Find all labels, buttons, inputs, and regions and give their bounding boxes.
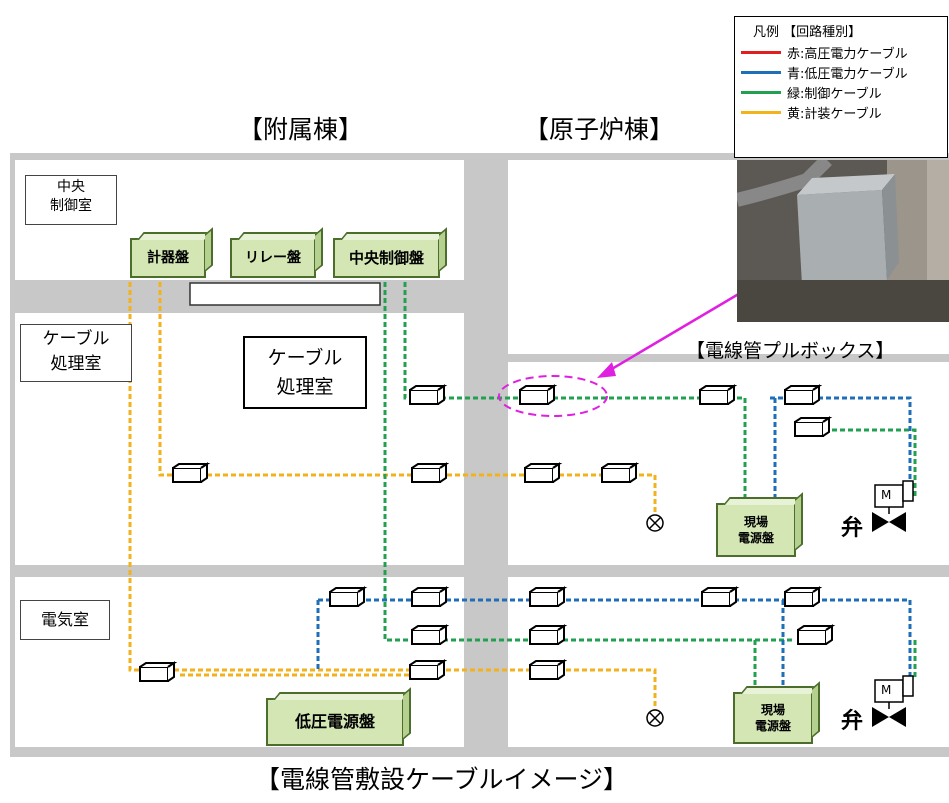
pull-box xyxy=(784,587,820,607)
legend-label: 赤:高圧電力ケーブル xyxy=(787,47,908,62)
lamp-icons xyxy=(646,514,664,727)
panel-label: 現場 電源盤 xyxy=(755,702,791,734)
highlight-arrowhead xyxy=(597,362,616,378)
pull-box xyxy=(519,385,555,405)
panel-label-line: 電源盤 xyxy=(754,719,791,733)
legend-label: 黄:計装ケーブル xyxy=(787,107,882,122)
field-power-panel-lower: 現場 電源盤 xyxy=(733,692,813,744)
legend-swatch xyxy=(741,71,781,74)
annex-title: 【附属棟】 xyxy=(238,115,364,144)
panel-label-line: 現場 xyxy=(743,515,768,529)
legend: 凡例 【回路種別】 赤:高圧電力ケーブル 青:低圧電力ケーブル 緑:制御ケーブル… xyxy=(734,16,948,158)
room-label-cable: ケーブル 処理室 xyxy=(20,324,132,382)
pull-box xyxy=(411,587,447,607)
pull-box xyxy=(411,463,447,483)
lamp-icon-cross xyxy=(648,516,662,530)
instrument-panel: 計器盤 xyxy=(130,238,206,278)
pull-box xyxy=(529,660,565,680)
highlight-arrow xyxy=(604,290,743,375)
valve-label-upper: 弁 xyxy=(841,516,864,541)
pullbox-photo xyxy=(737,160,949,322)
motor-label-upper: M xyxy=(881,488,892,502)
legend-item-green: 緑:制御ケーブル xyxy=(741,83,882,102)
lamp-icon-cross xyxy=(648,711,662,725)
cable-tray-opening xyxy=(189,282,381,306)
panel-label-line: 現場 xyxy=(760,703,785,717)
pull-box xyxy=(797,625,833,645)
motor-valve-icon-lower xyxy=(872,675,914,727)
legend-label: 緑:制御ケーブル xyxy=(787,87,882,102)
lv-power-panel: 低圧電源盤 xyxy=(266,698,404,746)
callout-line: 処理室 xyxy=(276,376,334,398)
pull-box xyxy=(699,385,735,405)
pull-box xyxy=(794,417,830,437)
pull-box xyxy=(411,625,447,645)
blue-cables xyxy=(316,396,912,690)
pullbox-title: 【電線管プルボックス】 xyxy=(686,340,895,362)
pull-box xyxy=(139,662,175,682)
relay-panel: リレー盤 xyxy=(230,238,316,278)
room-label-line: 中央 xyxy=(57,179,85,195)
room-label-line: 制御室 xyxy=(50,198,92,214)
legend-item-yellow: 黄:計装ケーブル xyxy=(741,103,882,122)
caption: 【電線管敷設ケーブルイメージ】 xyxy=(255,765,629,794)
central-control-panel: 中央制御盤 xyxy=(333,238,440,278)
pull-box xyxy=(409,385,445,405)
valve-icons xyxy=(872,480,914,727)
pull-box xyxy=(601,463,637,483)
legend-swatch xyxy=(741,91,781,94)
legend-item-blue: 青:低圧電力ケーブル xyxy=(741,63,908,82)
room-label-electric: 電気室 xyxy=(20,600,110,640)
field-power-panel-upper: 現場 電源盤 xyxy=(716,503,796,557)
legend-label: 青:低圧電力ケーブル xyxy=(787,67,908,82)
legend-item-red: 赤:高圧電力ケーブル xyxy=(741,43,908,62)
pull-box xyxy=(172,463,208,483)
pull-box xyxy=(524,463,560,483)
yellow-cables xyxy=(128,282,657,715)
pull-box xyxy=(329,587,365,607)
pull-box xyxy=(529,587,565,607)
reactor-title: 【原子炉棟】 xyxy=(524,115,675,144)
legend-swatch xyxy=(741,51,781,54)
room-label-line: ケーブル xyxy=(42,329,110,349)
pull-box xyxy=(784,385,820,405)
panel-label: 現場 電源盤 xyxy=(738,514,774,546)
pull-box xyxy=(409,660,445,680)
cable-room-callout: ケーブル 処理室 xyxy=(243,336,367,409)
legend-swatch xyxy=(741,111,781,114)
legend-title: 凡例 【回路種別】 xyxy=(753,25,862,40)
highlight-ellipse xyxy=(498,375,608,417)
valve-label-lower: 弁 xyxy=(841,709,864,734)
motor-valve-icon-upper xyxy=(872,480,914,532)
pull-box xyxy=(529,625,565,645)
room-label-line: 処理室 xyxy=(50,354,102,374)
motor-label-lower: M xyxy=(881,683,892,697)
pull-box xyxy=(701,587,737,607)
panel-label-line: 電源盤 xyxy=(737,531,774,545)
pullbox-photo-drawing xyxy=(737,160,949,322)
callout-line: ケーブル xyxy=(267,347,343,369)
room-label-control: 中央 制御室 xyxy=(25,175,117,225)
